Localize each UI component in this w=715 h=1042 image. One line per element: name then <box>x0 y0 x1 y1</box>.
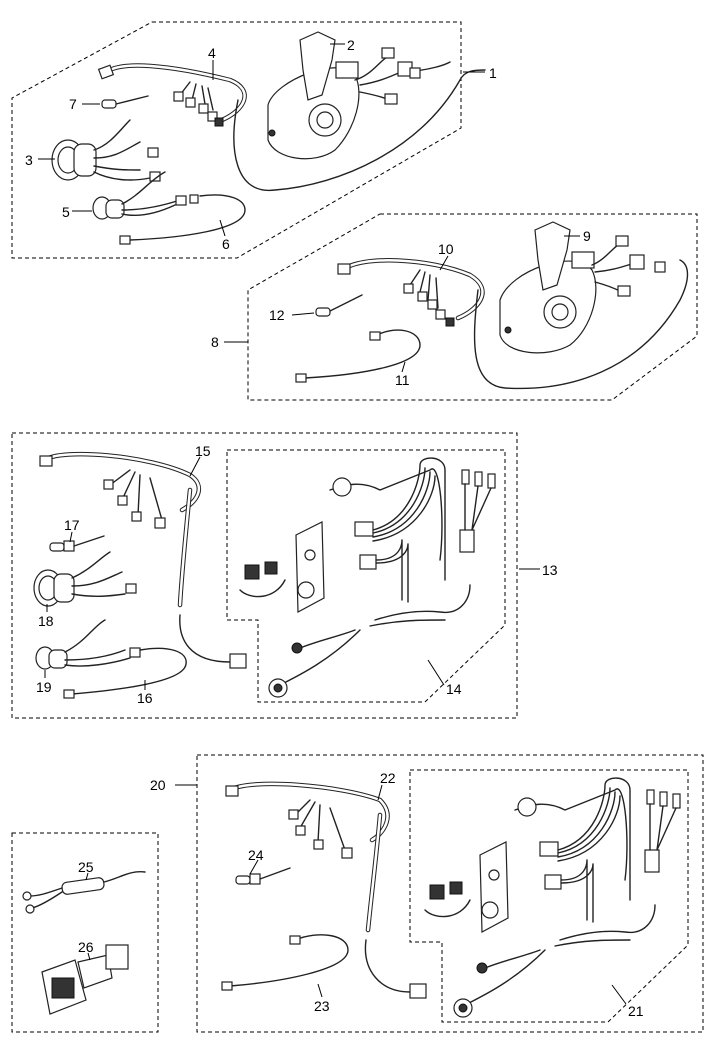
callout-4: 4 <box>208 45 216 61</box>
ignition-panel-21 <box>424 777 681 1018</box>
remote-control-harness-1 <box>51 31 486 245</box>
callout-11: 11 <box>395 372 410 388</box>
callout-20: 20 <box>150 777 166 793</box>
callout-21: 21 <box>628 1003 644 1019</box>
callout-22: 22 <box>380 770 396 786</box>
callout-5: 5 <box>62 204 70 220</box>
gauge-19 <box>35 619 187 699</box>
callout-10: 10 <box>438 241 454 257</box>
part-12 <box>315 294 363 317</box>
callout-3: 3 <box>25 152 33 168</box>
part-25 <box>22 870 146 914</box>
callout-6: 6 <box>222 236 230 252</box>
remote-control-harness-8 <box>295 221 689 390</box>
callout-26: 26 <box>78 939 94 955</box>
callout-9: 9 <box>583 228 591 244</box>
control-box-8 <box>499 221 597 354</box>
group-8-box <box>247 213 698 401</box>
callout-23: 23 <box>314 998 330 1014</box>
callout-12: 12 <box>269 307 285 323</box>
callout-16: 16 <box>137 690 153 706</box>
leader-lines <box>38 43 627 1005</box>
ignition-harness-13 <box>33 451 496 699</box>
gauge-5 <box>92 171 199 220</box>
group-21-box <box>409 769 689 1023</box>
part-7 <box>101 95 149 109</box>
callout-19: 19 <box>36 679 52 695</box>
callout-18: 18 <box>38 613 54 629</box>
group-25-box <box>11 832 159 1033</box>
callout-14: 14 <box>446 681 462 697</box>
callout-24: 24 <box>248 847 264 863</box>
part-17 <box>49 535 105 552</box>
control-box-1 <box>267 31 360 160</box>
callout-8: 8 <box>211 334 219 350</box>
part-24 <box>235 867 291 885</box>
callout-1: 1 <box>489 65 497 81</box>
callout-2: 2 <box>347 37 355 53</box>
group-14-box <box>226 449 506 703</box>
group-13-box <box>11 432 518 719</box>
callout-labels: 1 2 3 4 5 6 7 8 9 10 11 12 13 14 15 16 1… <box>25 37 644 1019</box>
callout-7: 7 <box>69 96 77 112</box>
part-26 <box>41 944 129 1015</box>
group-1-box <box>11 21 462 259</box>
group-20-box <box>196 754 704 1033</box>
callout-15: 15 <box>195 443 211 459</box>
callout-13: 13 <box>542 562 558 578</box>
gauge-18 <box>33 551 137 607</box>
ignition-harness-20 <box>221 777 681 1018</box>
callout-17: 17 <box>64 517 80 533</box>
callout-25: 25 <box>78 859 94 875</box>
ignition-panel-14 <box>239 457 496 698</box>
gauge-3 <box>51 119 161 182</box>
